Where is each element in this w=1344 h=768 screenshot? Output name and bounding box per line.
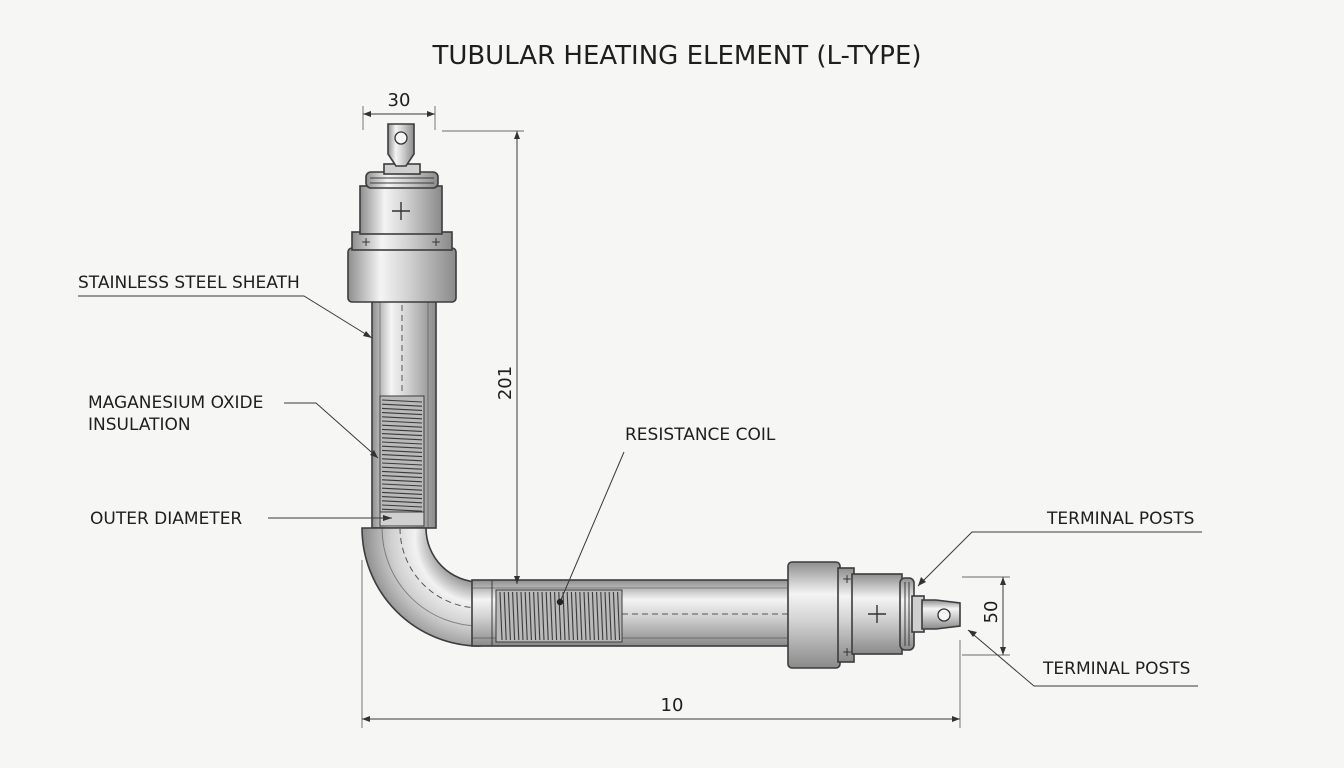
diagram-title: TUBULAR HEATING ELEMENT (L-TYPE) bbox=[431, 41, 921, 71]
svg-text:+: + bbox=[361, 235, 371, 249]
callout-terminal-posts-bottom: TERMINAL POSTS bbox=[967, 629, 1198, 687]
svg-text:+: + bbox=[431, 235, 441, 249]
callout-sheath-label: STAINLESS STEEL SHEATH bbox=[78, 273, 300, 293]
right-terminal-fitting: + + bbox=[787, 561, 961, 669]
dimension-top-width: 30 bbox=[362, 90, 436, 130]
callout-sheath: STAINLESS STEEL SHEATH bbox=[78, 273, 373, 339]
callout-insulation-label-line2: INSULATION bbox=[88, 415, 191, 435]
dimension-vertical-length: 201 bbox=[442, 130, 524, 584]
top-terminal-fitting: + + bbox=[347, 123, 457, 303]
callout-terminal-posts-top-label: TERMINAL POSTS bbox=[1046, 509, 1194, 529]
svg-text:+: + bbox=[842, 572, 852, 586]
dimension-horizontal-length: 10 bbox=[361, 560, 961, 728]
callout-terminal-posts-bottom-label: TERMINAL POSTS bbox=[1042, 659, 1190, 679]
tube-bend bbox=[361, 527, 481, 647]
dimension-horizontal-length-label: 10 bbox=[661, 695, 684, 716]
svg-text:+: + bbox=[842, 645, 852, 659]
callout-outer-diameter: OUTER DIAMETER bbox=[90, 509, 392, 529]
vertical-resistance-coil bbox=[379, 395, 425, 527]
callout-insulation: MAGANESIUM OXIDE INSULATION bbox=[88, 393, 379, 459]
dimension-terminal-height: 50 bbox=[962, 576, 1010, 656]
dimension-terminal-height-label: 50 bbox=[981, 601, 1002, 624]
callout-insulation-label-line1: MAGANESIUM OXIDE bbox=[88, 393, 263, 413]
callout-outer-diameter-label: OUTER DIAMETER bbox=[90, 509, 242, 529]
callout-terminal-posts-top: TERMINAL POSTS bbox=[917, 509, 1202, 587]
horizontal-resistance-coil bbox=[495, 589, 623, 643]
callout-resistance-coil: RESISTANCE COIL bbox=[556, 425, 776, 606]
dimension-top-width-label: 30 bbox=[388, 90, 411, 111]
callout-resistance-coil-label: RESISTANCE COIL bbox=[625, 425, 776, 445]
dimension-vertical-length-label: 201 bbox=[495, 366, 516, 400]
